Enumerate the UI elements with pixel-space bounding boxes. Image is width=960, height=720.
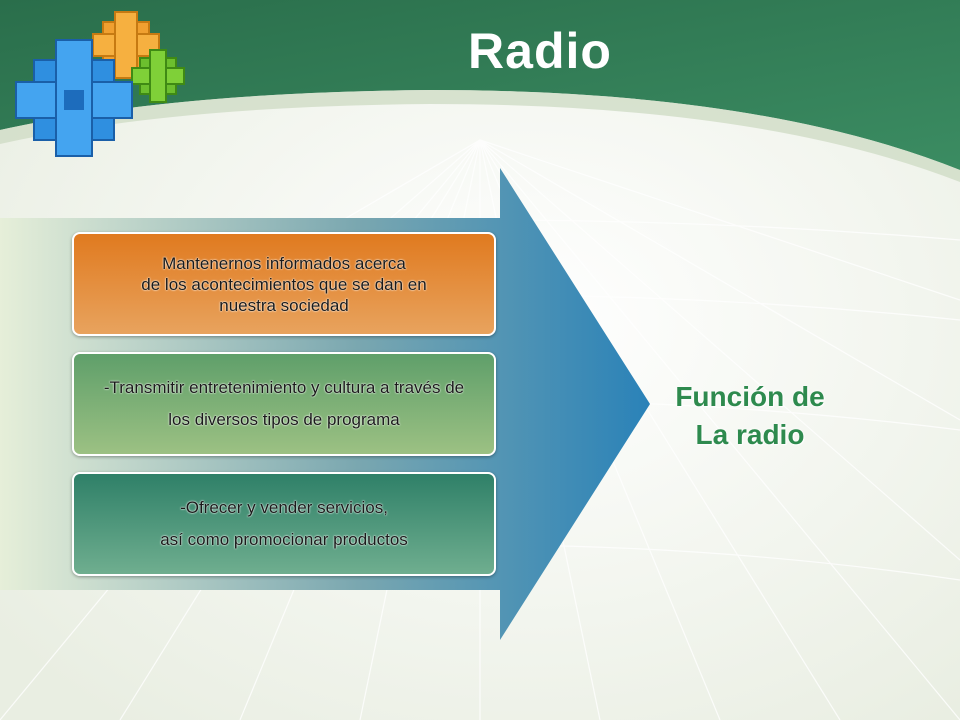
function-box-sell: -Ofrecer y vender servicios, así como pr…	[72, 472, 496, 576]
box-text-line: así como promocionar productos	[160, 530, 408, 549]
slide-title: Radio	[468, 23, 612, 79]
cubes-logo-icon	[15, 11, 185, 157]
function-box-entertain: -Transmitir entretenimiento y cultura a …	[72, 352, 496, 456]
box-text-line: -Transmitir entretenimiento y cultura a …	[103, 378, 465, 397]
box-text-line: los diversos tipos de programa	[168, 410, 400, 429]
box-text-line: de los acontecimientos que se dan en	[141, 274, 427, 294]
function-label: Función de La radio	[640, 378, 860, 454]
function-box-inform: Mantenernos informados acerca de los aco…	[72, 232, 496, 336]
function-label-line2: La radio	[695, 419, 805, 450]
box-text-line: -Ofrecer y vender servicios,	[180, 498, 388, 517]
box-text-line: nuestra sociedad	[219, 295, 349, 315]
function-label-line1: Función de	[675, 381, 825, 412]
box-text-line: Mantenernos informados acerca	[162, 253, 406, 273]
